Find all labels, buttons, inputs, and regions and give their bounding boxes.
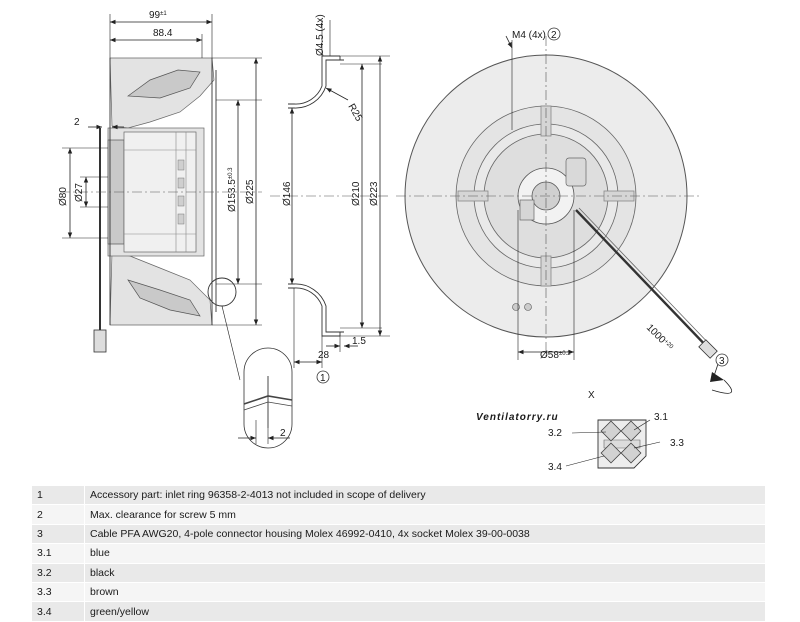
dim-d58: Ø58±0.2 [540,350,571,361]
legend-key: 2 [32,504,85,525]
dim-d225: Ø225 [245,179,256,204]
legend-text: green/yellow [84,601,765,622]
dim-99: 99±1 [149,10,167,21]
callout-2-label: 2 [551,30,557,41]
dim-28: 28 [318,350,330,361]
dim-d210: Ø210 [351,181,362,206]
front-view: M4 (4x) 2 Ø58±0.2 1000+20 3 [396,27,733,394]
dim-d146: Ø146 [282,181,293,206]
legend-key: 3.1 [32,543,85,564]
callout-3-4: 3.4 [548,462,562,473]
legend-text: Accessory part: inlet ring 96358-2-4013 … [84,486,765,506]
legend-text: black [84,563,765,583]
dim-2-detail: 2 [280,428,286,439]
dim-1-5: 1.5 [352,336,366,347]
dim-d27: Ø27 [74,183,85,202]
dim-d153: Ø153.5±0.3 [227,167,238,212]
legend-key: 1 [32,486,85,506]
legend-text: Max. clearance for screw 5 mm [84,504,765,525]
callout-3-label: 3 [719,356,725,367]
dim-hole: Ø4.5 (4x) [315,14,326,56]
inlet-ring-section: Ø4.5 (4x) R25 Ø146 Ø210 Ø223 28 1.5 1 [270,14,390,384]
detail-x-section: 2 [238,347,293,449]
callout-3-3: 3.3 [670,438,684,449]
callout-3-2: 3.2 [548,428,562,439]
callout-3-1: 3.1 [654,412,668,423]
legend-key: 3.3 [32,582,85,603]
legend-key: 3.4 [32,601,85,622]
callout-2 [547,27,561,41]
side-view: 99±1 88.4 2 Ø80 Ø27 Ø153.5±0.3 Ø225 [58,10,293,449]
legend-key: 3 [32,524,85,545]
connector-detail: X 3.1 3.2 3.3 3.4 [548,390,684,473]
legend-key: 3.2 [32,563,85,583]
callout-1-label: 1 [320,373,326,384]
dim-88: 88.4 [153,28,173,39]
dim-cable: 1000+20 [644,322,675,353]
technical-drawing: 99±1 88.4 2 Ø80 Ø27 Ø153.5±0.3 Ø225 [58,10,733,473]
callout-1 [316,370,330,384]
watermark: Ventilatorry.ru [476,412,559,423]
dim-d80: Ø80 [58,187,69,206]
dim-d223: Ø223 [369,181,380,206]
connector-side [93,329,107,353]
detail-x-label: X [588,390,595,401]
legend-text: blue [84,543,765,564]
legend-text: brown [84,582,765,603]
dim-r25: R25 [345,102,364,124]
dim-2-top: 2 [74,117,80,128]
dim-m4: M4 (4x) [512,30,546,41]
legend-text: Cable PFA AWG20, 4-pole connector housin… [84,524,765,545]
callout-3 [715,353,729,367]
connector-front [698,339,718,359]
